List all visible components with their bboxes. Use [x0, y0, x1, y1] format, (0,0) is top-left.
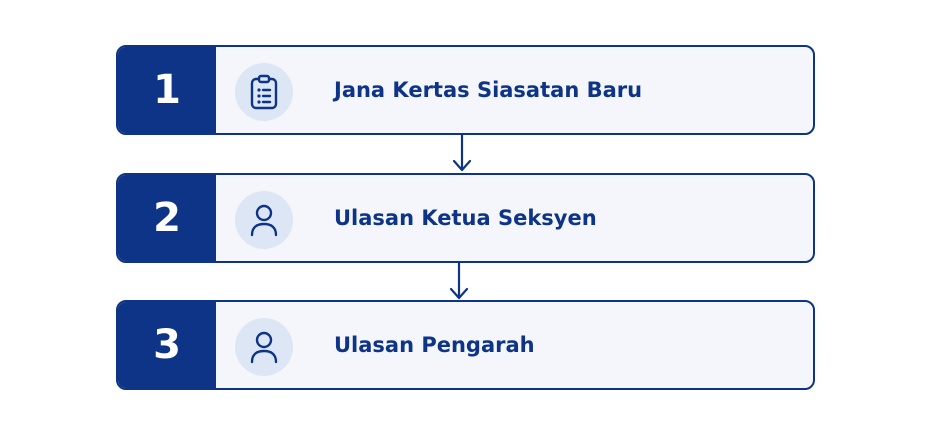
step-3-icon-circle — [235, 318, 293, 376]
clipboard-icon — [250, 74, 278, 110]
step-1-label: Jana Kertas Siasatan Baru — [334, 78, 643, 102]
user-icon — [250, 204, 278, 237]
step-1: 1 Jana Kertas Siasatan Baru — [116, 45, 815, 135]
step-3-number: 3 — [118, 302, 216, 388]
user-icon — [250, 331, 278, 364]
step-1-icon-circle — [235, 63, 293, 121]
arrow-down-icon — [449, 263, 469, 300]
step-3: 3 Ulasan Pengarah — [116, 300, 815, 390]
arrow-down-icon — [452, 135, 472, 172]
step-2: 2 Ulasan Ketua Seksyen — [116, 173, 815, 263]
step-1-number: 1 — [118, 47, 216, 133]
step-2-label: Ulasan Ketua Seksyen — [334, 206, 597, 230]
step-2-number: 2 — [118, 175, 216, 261]
step-3-label: Ulasan Pengarah — [334, 333, 535, 357]
step-2-icon-circle — [235, 191, 293, 249]
